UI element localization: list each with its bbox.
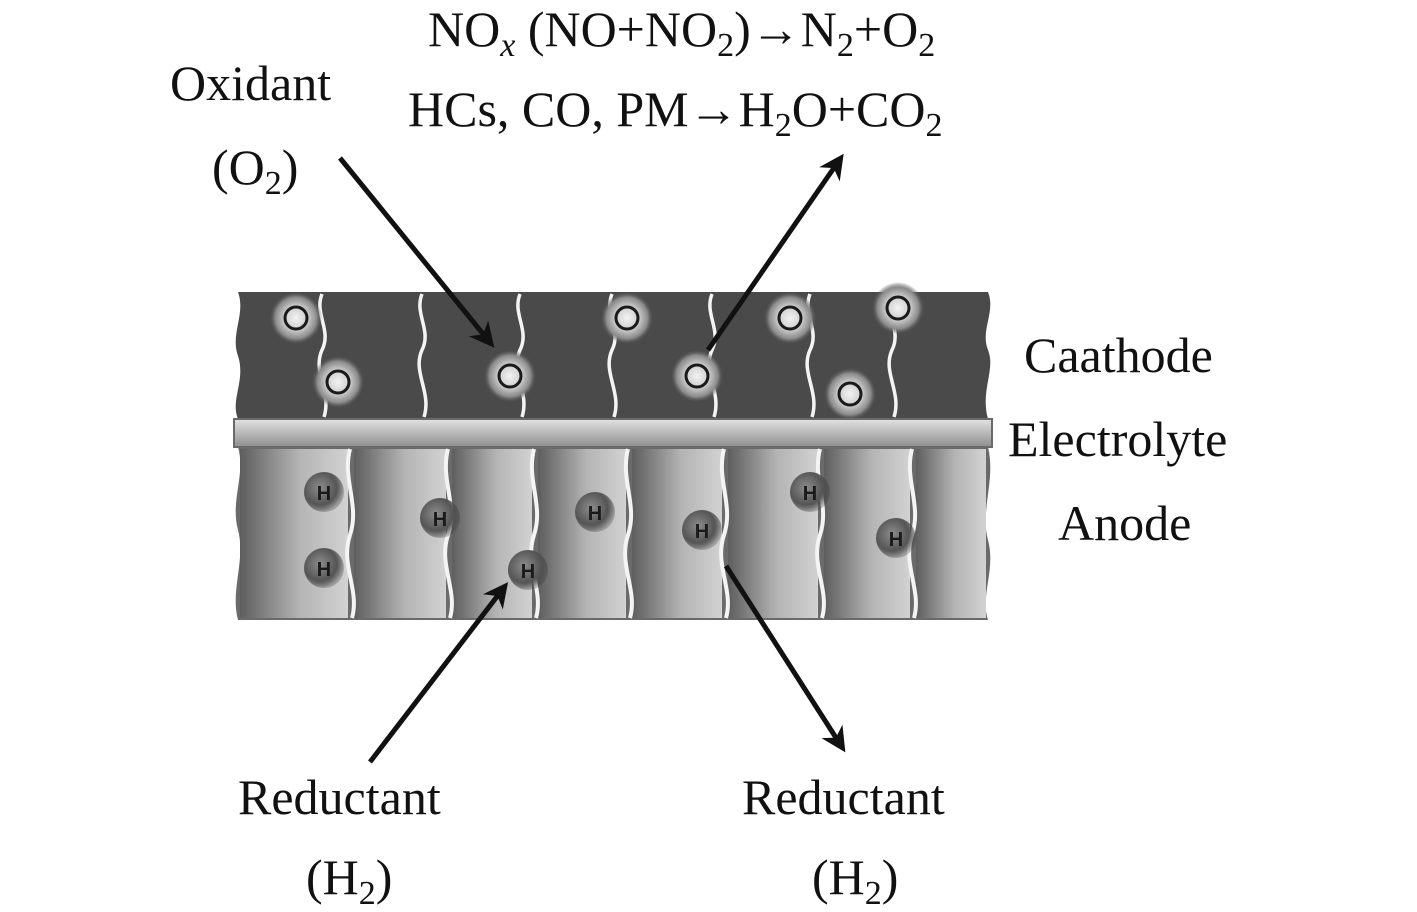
- oxidant-arrow: [338, 156, 495, 348]
- hydrogen-particle: H: [420, 498, 460, 538]
- svg-text:H: H: [317, 483, 331, 505]
- svg-text:H: H: [433, 509, 447, 531]
- oxidant-formula: (O2): [212, 139, 299, 202]
- oxygen-particle: O: [872, 282, 924, 334]
- anode-label: Anode: [1058, 495, 1192, 551]
- oxygen-particle: O: [601, 292, 653, 344]
- svg-text:H: H: [889, 529, 903, 551]
- svg-text:H: H: [803, 483, 817, 505]
- reductant-in-arrow: [368, 582, 509, 764]
- cathode-label: Caathode: [1024, 327, 1213, 383]
- oxygen-particles: O O O O O O O O: [270, 282, 924, 420]
- oxygen-particle: O: [270, 292, 322, 344]
- svg-text:H: H: [521, 561, 535, 583]
- reductant-right-formula: (H2): [812, 849, 899, 912]
- reaction-nox: NOx (NO+NO2)→N2+O2: [428, 1, 936, 64]
- hydrogen-particle: H: [682, 510, 722, 550]
- hydrogen-particle: H: [304, 548, 344, 588]
- hydrogen-particle: H: [575, 492, 615, 532]
- oxidant-label: Oxidant: [170, 55, 332, 111]
- reductant-out-arrow: [723, 564, 846, 753]
- svg-text:H: H: [695, 521, 709, 543]
- reaction-hydrocarbons: HCs, CO, PM→H2O+CO2: [408, 81, 943, 144]
- svg-text:H: H: [317, 559, 331, 581]
- hydrogen-particles: H H H H H H H H: [304, 472, 916, 590]
- reductant-left-formula: (H2): [306, 849, 393, 912]
- reductant-left-label: Reductant: [238, 769, 441, 825]
- hydrogen-particle: H: [508, 550, 548, 590]
- hydrogen-particle: H: [790, 472, 830, 512]
- hydrogen-particle: H: [876, 518, 916, 558]
- oxygen-particle: O: [312, 356, 364, 408]
- electrolyte-layer: [233, 418, 993, 448]
- reductant-right-label: Reductant: [742, 769, 945, 825]
- oxygen-particle: O: [484, 350, 536, 402]
- hydrogen-particle: H: [304, 472, 344, 512]
- oxygen-particle: O: [764, 292, 816, 344]
- oxygen-particle: O: [671, 350, 723, 402]
- exhaust-arrow: [705, 153, 844, 352]
- oxygen-particle: O: [824, 368, 876, 420]
- svg-text:H: H: [588, 503, 602, 525]
- electrolyte-label: Electrolyte: [1008, 411, 1228, 467]
